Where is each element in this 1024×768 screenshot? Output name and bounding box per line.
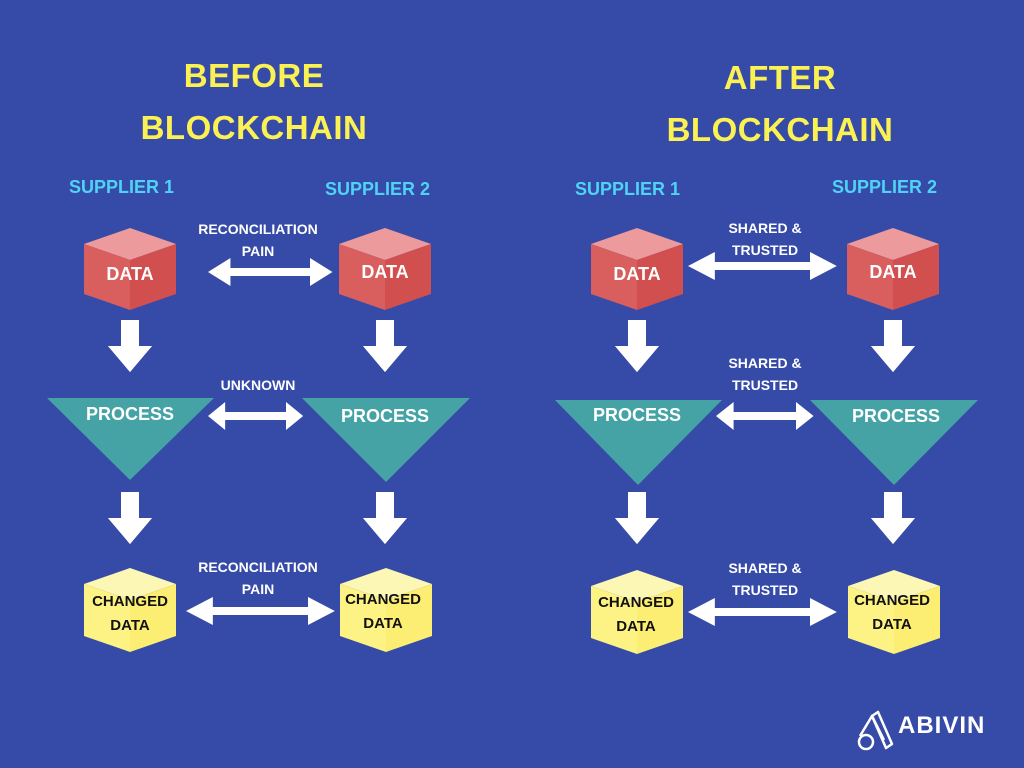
after-supplier1-data-label: DATA (613, 264, 661, 284)
supplier2-process-triangle (302, 398, 470, 482)
supplier2-process-triangle (810, 400, 978, 485)
before-connection-label-bottom: RECONCILIATION PAIN (168, 556, 348, 600)
connection-label-line2: PAIN (241, 243, 275, 259)
before-supplier2-label: SUPPLIER 2 (325, 179, 431, 199)
before-supplier1-changed-data-label: CHANGED DATA (80, 590, 180, 638)
before-supplier1-process-label: PROCESS (85, 404, 175, 424)
changed-label-line1: CHANGED (345, 591, 421, 608)
unknown-arrow (208, 402, 304, 430)
abivin-logo-text: ABIVIN (898, 712, 986, 739)
before-title-line2: BLOCKCHAIN (140, 109, 368, 146)
shared-trusted-arrow-bottom (688, 598, 837, 626)
supplier1-process-triangle (47, 398, 214, 480)
down-arrow (363, 320, 407, 372)
before-supplier1-label: SUPPLIER 1 (69, 177, 175, 197)
before-connection-label-middle: UNKNOWN (178, 374, 338, 396)
before-connection-label-top: RECONCILIATION PAIN (168, 218, 348, 262)
after-supplier2-changed-data-label: CHANGED DATA (842, 589, 942, 637)
reconciliation-pain-arrow-top (208, 258, 333, 286)
before-title: BEFORE BLOCKCHAIN (96, 50, 412, 154)
connection-label-line2: TRUSTED (731, 582, 799, 598)
changed-label-line2: DATA (363, 615, 403, 632)
down-arrow (615, 320, 659, 372)
after-title-line2: BLOCKCHAIN (666, 111, 894, 148)
connection-label-line1: SHARED & (728, 220, 802, 236)
after-connection-label-top: SHARED & TRUSTED (690, 217, 840, 261)
after-supplier2-process-label: PROCESS (851, 406, 941, 426)
changed-label-line1: CHANGED (92, 593, 168, 610)
down-arrow (363, 492, 407, 544)
before-supplier2-process-label: PROCESS (340, 406, 430, 426)
down-arrow (108, 320, 152, 372)
reconciliation-pain-arrow-bottom (186, 597, 335, 625)
connection-label-line2: TRUSTED (731, 242, 799, 258)
before-title-line1: BEFORE (183, 57, 325, 94)
changed-label-line2: DATA (616, 618, 656, 635)
before-panel-shapes (47, 228, 470, 652)
connection-label-line2: TRUSTED (731, 377, 799, 393)
down-arrow (615, 492, 659, 544)
down-arrow (108, 492, 152, 544)
before-supplier1-data-label: DATA (106, 264, 154, 284)
connection-label-line2: PAIN (241, 581, 275, 597)
changed-label-line2: DATA (110, 617, 150, 634)
down-arrow (871, 492, 915, 544)
shared-trusted-arrow-middle (716, 402, 814, 430)
abivin-logo-icon (857, 710, 894, 751)
changed-label-line1: CHANGED (854, 592, 930, 609)
after-supplier2-label: SUPPLIER 2 (832, 177, 938, 197)
changed-label-line2: DATA (872, 616, 912, 633)
connection-label-line1: RECONCILIATION (198, 221, 318, 237)
after-supplier1-label: SUPPLIER 1 (575, 179, 681, 199)
after-connection-label-bottom: SHARED & TRUSTED (690, 557, 840, 601)
after-title-line1: AFTER (723, 59, 837, 96)
after-supplier1-changed-data-label: CHANGED DATA (586, 591, 686, 639)
connection-label-line1: RECONCILIATION (198, 559, 318, 575)
supplier1-process-triangle (555, 400, 722, 485)
connection-label-line1: SHARED & (728, 355, 802, 371)
after-supplier2-data-label: DATA (869, 262, 917, 282)
before-supplier2-changed-data-label: CHANGED DATA (333, 588, 433, 636)
after-connection-label-middle: SHARED & TRUSTED (690, 352, 840, 396)
after-title: AFTER BLOCKCHAIN (622, 52, 938, 156)
after-supplier1-process-label: PROCESS (592, 405, 682, 425)
changed-label-line1: CHANGED (598, 594, 674, 611)
connection-label-line1: SHARED & (728, 560, 802, 576)
before-supplier2-data-label: DATA (361, 262, 409, 282)
after-panel-shapes (555, 228, 978, 654)
down-arrow (871, 320, 915, 372)
connection-label-line1: UNKNOWN (220, 377, 296, 393)
